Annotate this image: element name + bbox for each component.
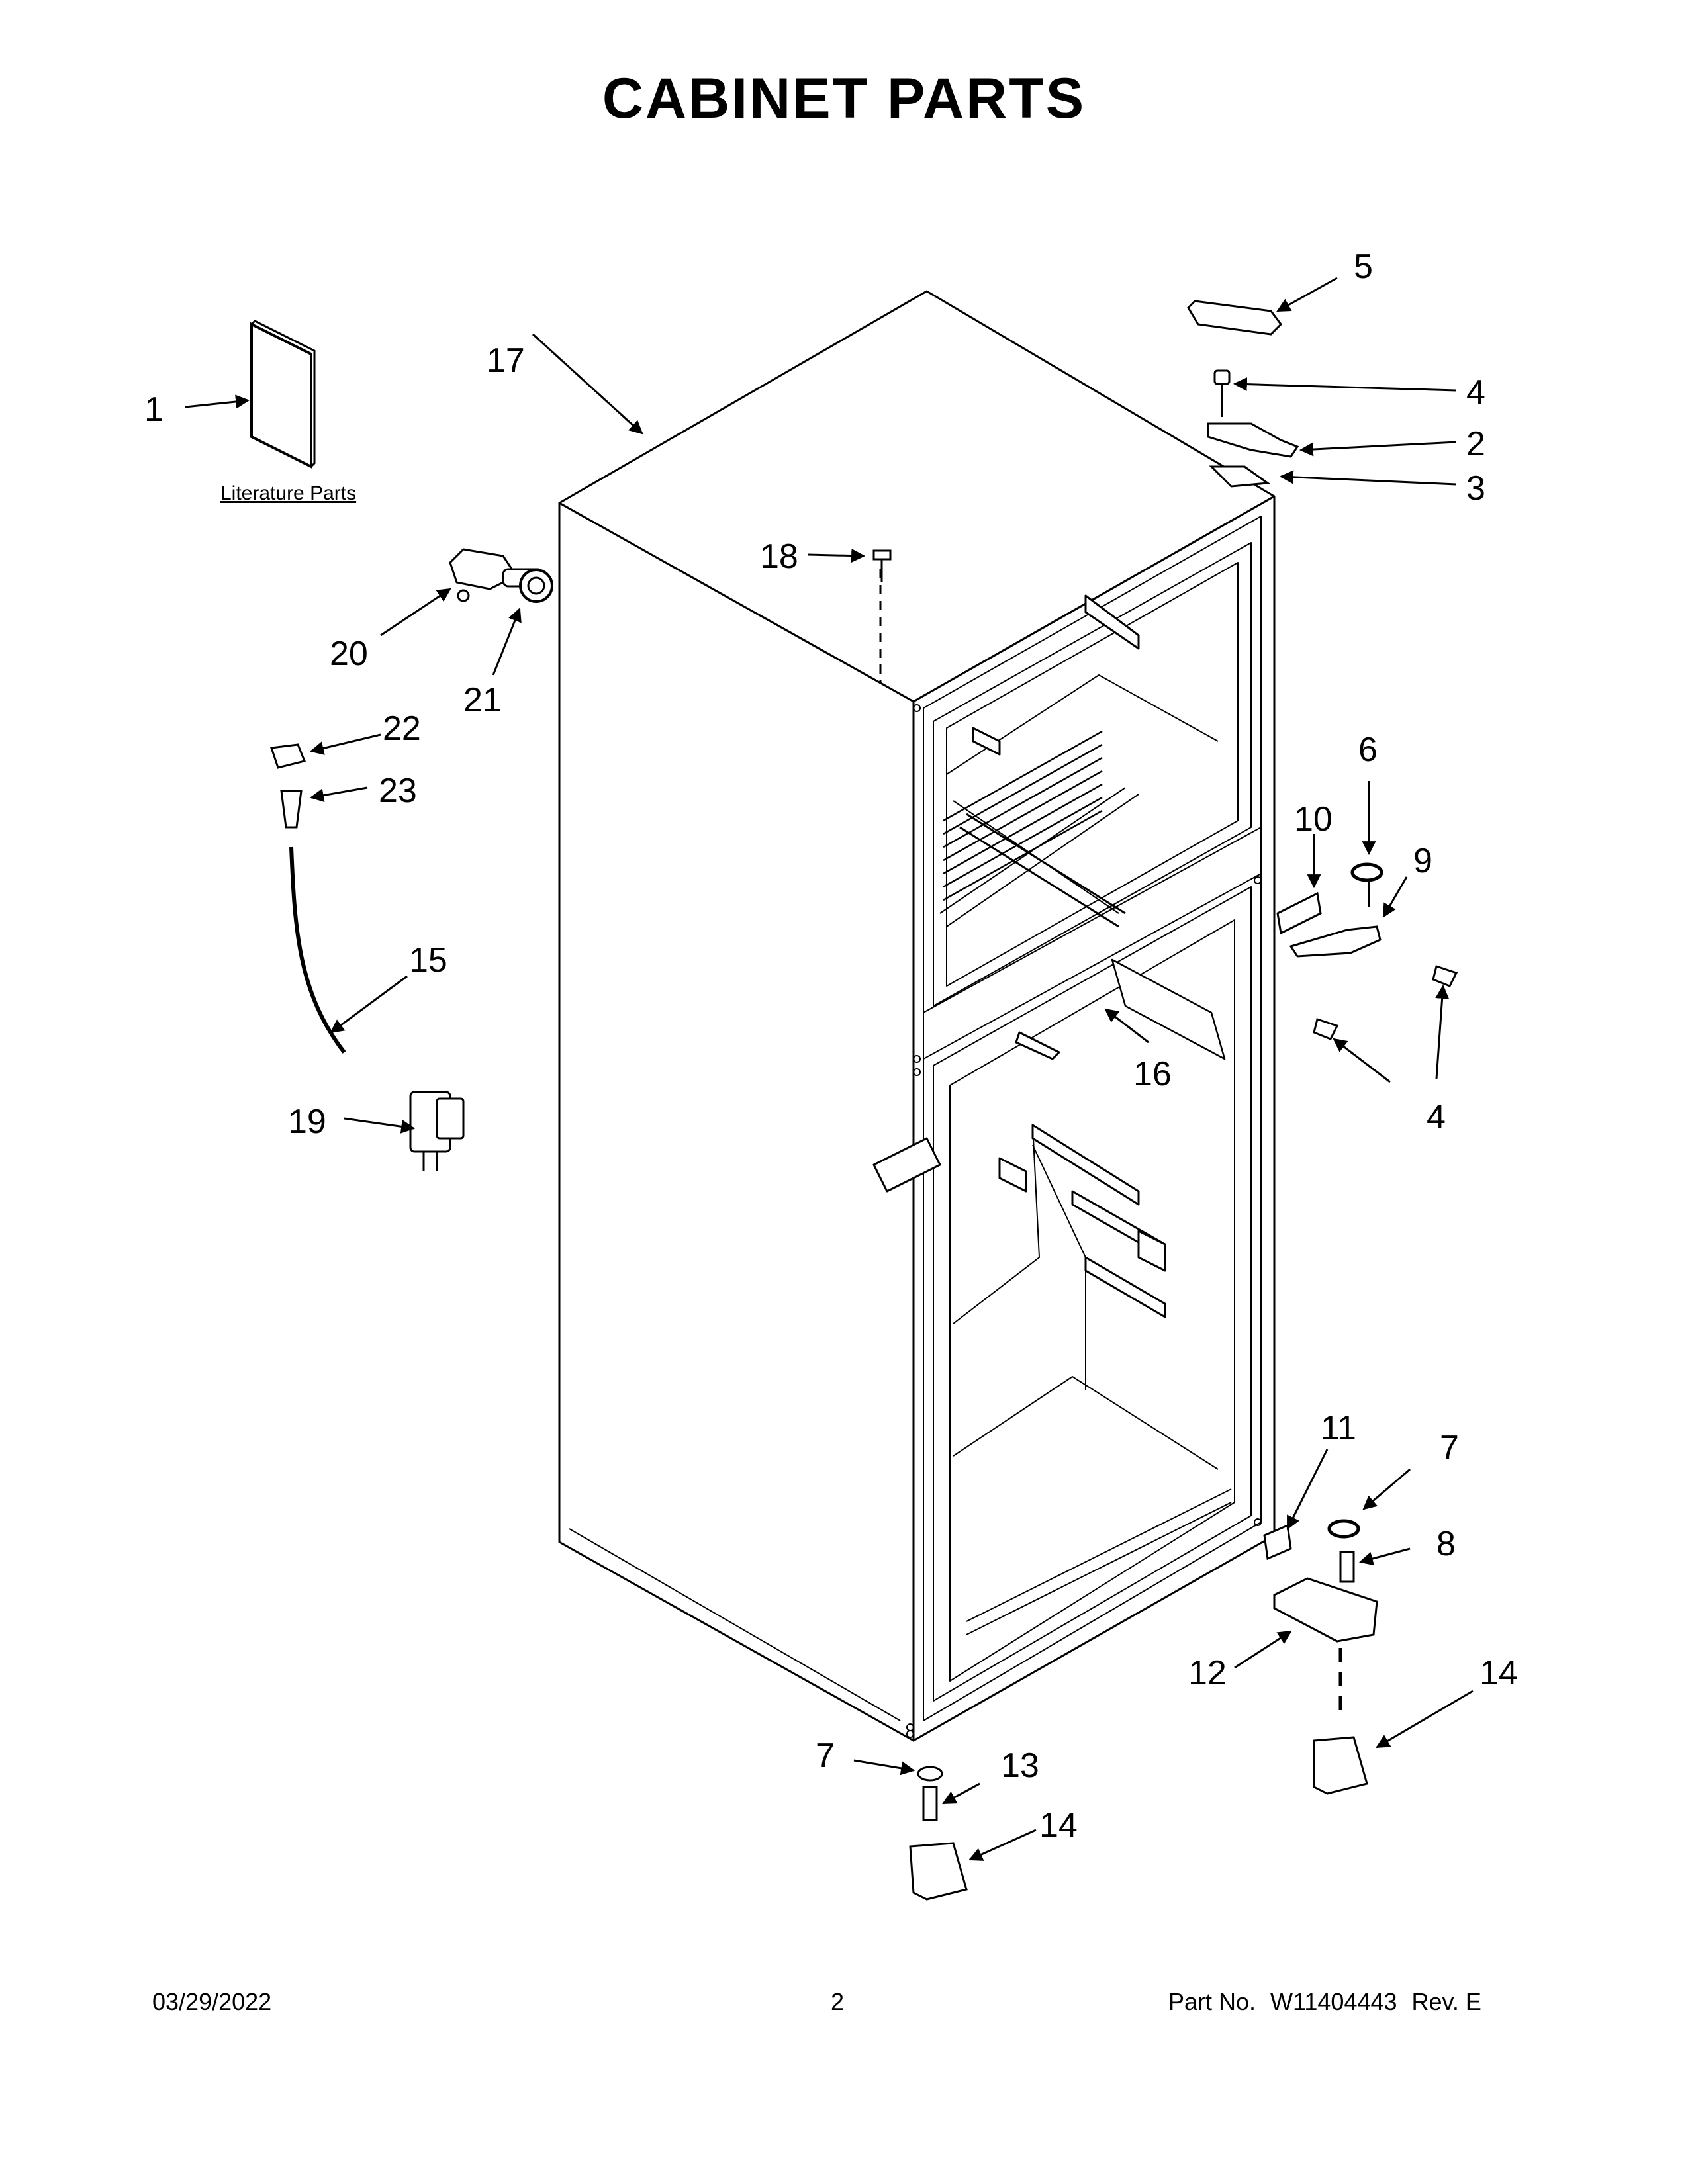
hinge-pin-part[interactable] [1339,1551,1355,1583]
callout-18: 18 [760,537,798,576]
leveling-leg-part[interactable] [922,1786,938,1821]
tube-clamp-part[interactable] [269,743,306,769]
callout-12: 12 [1188,1654,1227,1692]
callout-13: 13 [1001,1747,1039,1785]
footer-part-info: Part No. W11404443 Rev. E [1168,1988,1496,2016]
callout-20: 20 [330,635,368,673]
literature-parts-icon[interactable] [250,320,316,469]
hinge-shim-part[interactable] [1209,465,1271,488]
callout-10: 10 [1294,800,1333,839]
callout-22: 22 [383,709,421,748]
callout-2: 2 [1466,425,1485,463]
refrigerator-cabinet[interactable] [558,290,1276,1742]
literature-parts-label: Literature Parts [220,482,356,504]
callout-1: 1 [144,390,164,429]
leveling-cap-part[interactable] [1313,1736,1368,1795]
tube-insert-part[interactable] [280,790,303,829]
callout-15: 15 [409,941,447,979]
callout-21: 21 [463,681,502,719]
callout-14-left: 14 [1039,1806,1078,1844]
leveling-cap-part[interactable] [909,1842,968,1901]
callout-23: 23 [379,772,417,810]
page-title: CABINET PARTS [602,67,1086,130]
water-tube-part[interactable] [289,846,346,1054]
hinge-screw-top-part[interactable] [1213,369,1231,417]
callout-17: 17 [487,341,525,380]
callout-16: 16 [1133,1055,1172,1093]
footer-date: 03/29/2022 [152,1988,272,2015]
part-number: W11404443 [1270,1988,1397,2015]
hinge-cover-part[interactable] [1187,300,1282,336]
top-hinge-part[interactable] [1207,422,1299,458]
callout-7-left: 7 [816,1737,835,1775]
water-valve-part[interactable] [409,1091,465,1171]
callout-6: 6 [1358,731,1378,769]
callout-4-bottom: 4 [1427,1098,1446,1136]
callout-8: 8 [1436,1525,1456,1563]
center-hinge-part[interactable] [1289,925,1382,958]
footer-page-number: 2 [831,1988,845,2015]
callout-3: 3 [1466,469,1485,508]
grommet-part[interactable] [519,569,553,603]
revision: Rev. E [1411,1988,1481,2015]
callout-7-right: 7 [1440,1429,1459,1467]
part-number-label: Part No. [1168,1988,1256,2015]
bottom-hinge-part[interactable] [1273,1577,1378,1643]
bottom-hinge-shim-part[interactable] [1263,1524,1292,1561]
washer-part[interactable] [917,1519,1360,1782]
callout-9: 9 [1413,842,1432,880]
callout-14-right: 14 [1479,1654,1518,1692]
screw-18-part[interactable] [872,549,892,582]
hinge-bushing-part[interactable] [1350,862,1383,907]
center-hinge-shim-part[interactable] [1276,891,1322,935]
callout-19: 19 [288,1103,326,1141]
callout-4-top: 4 [1466,373,1485,412]
callout-5: 5 [1354,248,1373,286]
callout-11: 11 [1321,1409,1356,1447]
hinge-screw-side-part[interactable] [1313,965,1458,1040]
